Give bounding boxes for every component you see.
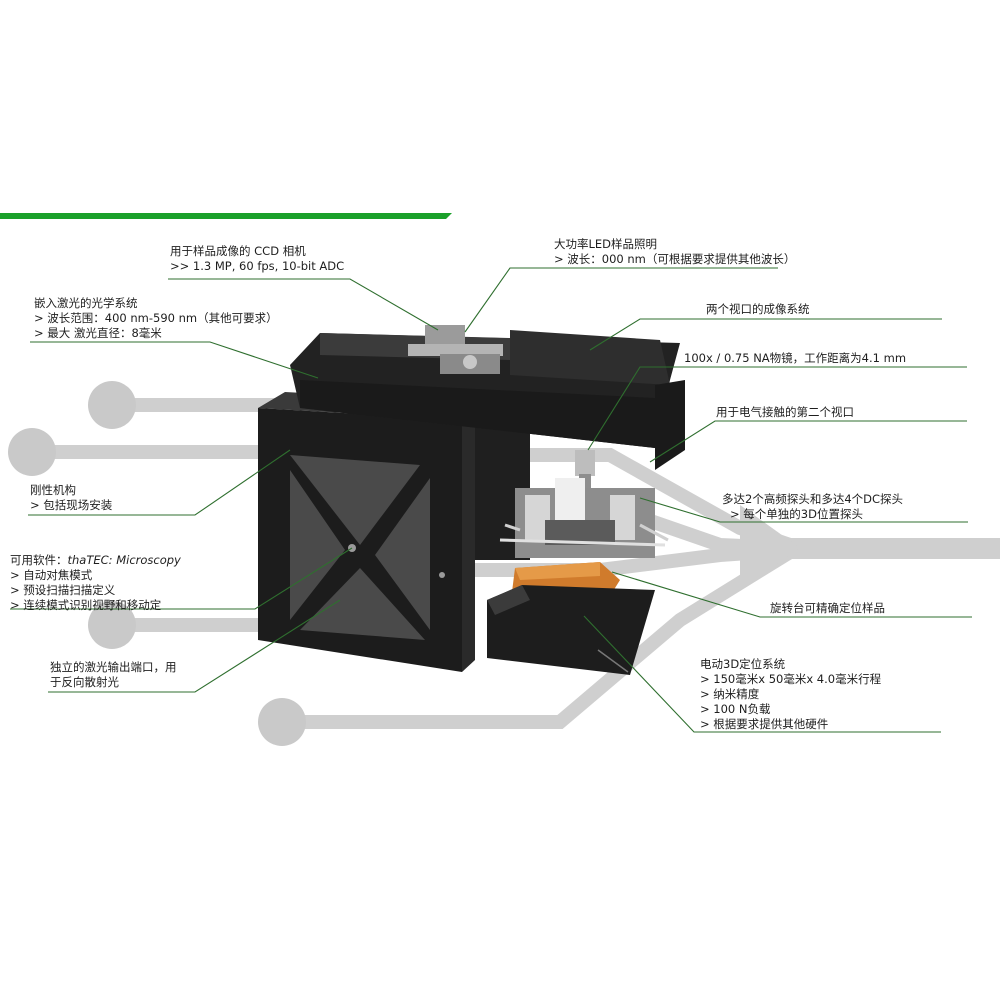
led-illumination-label: 大功率LED样品照明 > 波长：000 nm（可根据要求提供其他波长） <box>554 237 795 267</box>
software-name: thaTEC: Microscopy <box>67 553 181 567</box>
probes-note: > 每个单独的3D位置探头 <box>730 507 863 521</box>
instrument-device <box>258 325 685 675</box>
circuit-nodes <box>8 381 306 746</box>
frame-label: 刚性机构 > 包括现场安装 <box>30 483 112 513</box>
optics-diameter: > 最大 激光直径：8毫米 <box>34 326 162 340</box>
rotary-stage-label: 旋转台可精确定位样品 <box>770 601 885 616</box>
motor-stage-load: > 100 N负载 <box>700 702 771 716</box>
motor-stage-travel: > 150毫米x 50毫米x 4.0毫米行程 <box>700 672 882 686</box>
software-title: 可用软件：thaTEC: Microscopy <box>10 553 181 568</box>
probe-assembly <box>499 478 669 558</box>
ccd-camera-label: 用于样品成像的 CCD 相机 >> 1.3 MP, 60 fps, 10-bit… <box>170 244 344 274</box>
accent-bar <box>0 213 452 219</box>
motor-stage-precision: > 纳米精度 <box>700 687 760 701</box>
objective-lens <box>575 450 595 476</box>
motor-stage-title: 电动3D定位系统 <box>700 657 786 671</box>
probes-title: 多达2个高频探头和多达4个DC探头 <box>722 492 904 506</box>
circuit-arrow <box>740 505 800 590</box>
led-illumination-spec: > 波长：000 nm（可根据要求提供其他波长） <box>554 252 796 266</box>
frame-note: > 包括现场安装 <box>30 498 113 512</box>
software-feature-3: > 连续模式识别视野和移动定 <box>10 598 162 612</box>
ccd-camera-spec: >> 1.3 MP, 60 fps, 10-bit ADC <box>170 259 345 273</box>
motor-stage-label: 电动3D定位系统 > 150毫米x 50毫米x 4.0毫米行程 > 纳米精度 >… <box>700 657 881 732</box>
rotary-stage-title: 旋转台可精确定位样品 <box>770 601 885 615</box>
optics-label: 嵌入激光的光学系统 > 波长范围：400 nm-590 nm（其他可要求） > … <box>34 296 278 341</box>
imaging-system-title: 两个视口的成像系统 <box>706 302 810 316</box>
optics-title: 嵌入激光的光学系统 <box>34 296 138 310</box>
laser-output-label: 独立的激光输出端口，用 于反向散射光 <box>50 660 177 690</box>
laser-output-title: 独立的激光输出端口，用 <box>50 660 177 674</box>
viewport-label: 用于电气接触的第二个视口 <box>716 405 854 420</box>
objective-label: 100x / 0.75 NA物镜，工作距离为4.1 mm <box>684 351 906 366</box>
software-feature-2: > 预设扫描扫描定义 <box>10 583 116 597</box>
motor-base <box>487 585 655 675</box>
software-title-prefix: 可用软件： <box>10 553 68 567</box>
ccd-camera <box>425 325 465 347</box>
objective-title: 100x / 0.75 NA物镜，工作距离为4.1 mm <box>684 351 907 365</box>
optics-wavelength: > 波长范围：400 nm-590 nm（其他可要求） <box>34 311 278 325</box>
viewport-title: 用于电气接触的第二个视口 <box>716 405 854 419</box>
software-label: 可用软件：thaTEC: Microscopy > 自动对焦模式 > 预设扫描扫… <box>10 553 181 613</box>
leader-lines <box>10 267 972 733</box>
led-illumination-title: 大功率LED样品照明 <box>554 237 658 251</box>
software-feature-1: > 自动对焦模式 <box>10 568 93 582</box>
motor-stage-hardware: > 根据要求提供其他硬件 <box>700 717 829 731</box>
probes-label: 多达2个高频探头和多达4个DC探头 > 每个单独的3D位置探头 <box>722 492 903 522</box>
imaging-system-label: 两个视口的成像系统 <box>706 302 810 317</box>
frame-title: 刚性机构 <box>30 483 76 497</box>
laser-output-note: 于反向散射光 <box>50 675 119 689</box>
ccd-camera-title: 用于样品成像的 CCD 相机 <box>170 244 306 258</box>
